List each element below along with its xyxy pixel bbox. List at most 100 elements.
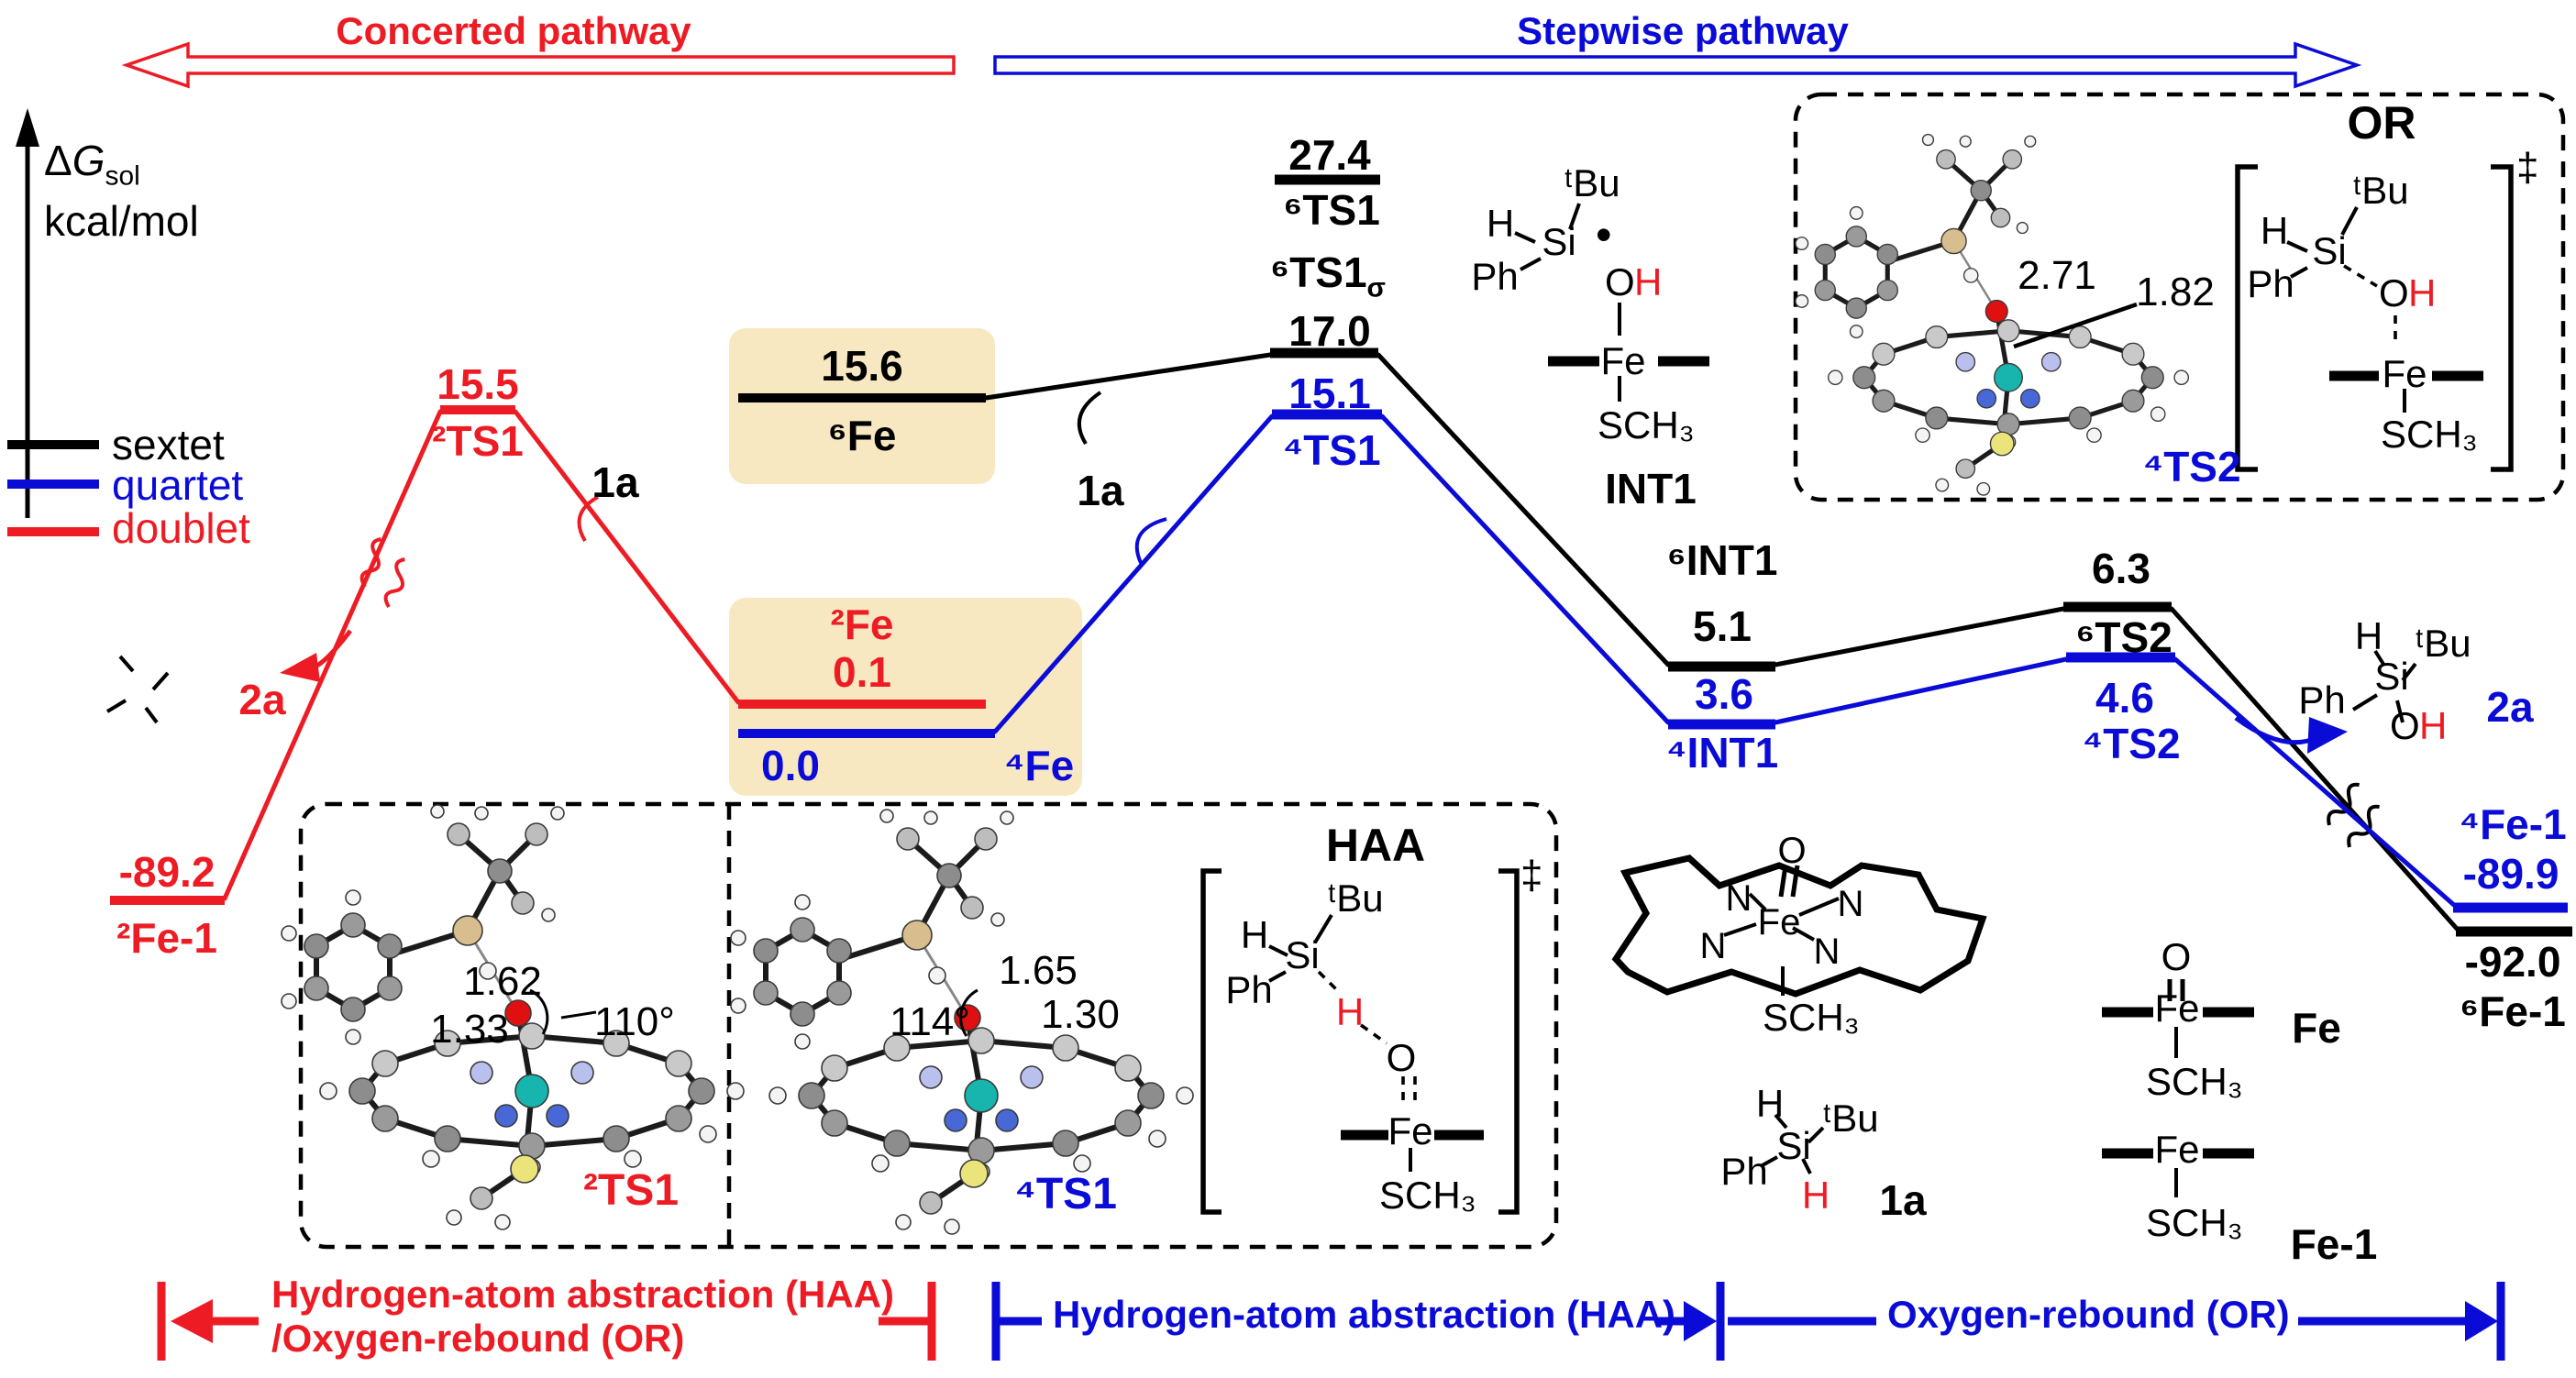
haa-h: H [1240, 913, 1269, 956]
ts1-sextet-label: ⁶TS1 [1283, 186, 1380, 234]
feo-fe: Fe [2154, 987, 2200, 1030]
1a-h: H [1755, 1082, 1785, 1125]
ts1-doublet-energy: 15.5 [437, 360, 519, 408]
annotation-blue-haa: Hydrogen-atom abstraction (HAA) [1053, 1293, 1676, 1336]
fe-quartet-label: ⁴Fe [1003, 742, 1075, 789]
porphyrin-sch3: SCH₃ [1763, 996, 1860, 1039]
annotation-red-line1: Hydrogen-atom abstraction (HAA) [271, 1273, 895, 1316]
sextet-pathway [738, 174, 2572, 937]
axis-units-label: kcal/mol [44, 199, 199, 244]
fe1-quartet-label: ⁴Fe-1 [2459, 800, 2567, 848]
fe1-sextet-label: ⁶Fe-1 [2460, 987, 2566, 1035]
ts1-doublet-angle-pointer [560, 1010, 597, 1020]
quartet-1a-association-hook [1134, 517, 1167, 564]
ts1-sigma-label: ⁶TS1σ [1270, 248, 1386, 303]
ts1-sigma-main: ⁶TS1 [1270, 248, 1367, 296]
ts1-quartet-label: ⁴TS1 [1282, 426, 1381, 474]
doublet-2a-release-arrow [280, 629, 352, 682]
haa-transfer-h: H [1335, 990, 1365, 1033]
silanol-2a-label-right: 2a [2486, 683, 2534, 731]
int1-sextet-label: ⁶INT1 [1666, 536, 1778, 584]
fe-doublet-label: ²Fe [830, 601, 894, 648]
2a-right-ph: Ph [2298, 678, 2346, 722]
fe1-quartet-energy: -89.9 [2462, 850, 2559, 898]
porphyrin-n3: N [1699, 926, 1727, 966]
haa-fe: Fe [1388, 1109, 1433, 1152]
haa-o: O [1386, 1036, 1417, 1079]
fe-quartet-energy: 0.0 [761, 742, 820, 789]
ts1-inset-box [298, 801, 1559, 1250]
ts2-sextet-label: ⁶TS2 [2075, 613, 2172, 661]
or-h: H [2260, 209, 2289, 252]
or-tbu: ᵗBu [2353, 169, 2409, 212]
silane-1a-label-mid: 1a [1077, 467, 1124, 514]
ts1-doublet-dist-o-h: 1.33 [430, 1007, 509, 1052]
int1-structure-bonds [1514, 203, 1709, 402]
int1-oh-h: H [1634, 260, 1663, 303]
1a-sih-h: H [1801, 1174, 1830, 1217]
legend-quartet-label: quartet [112, 461, 244, 509]
ts1-quartet-angle-arc [959, 988, 978, 1037]
2a-right-h: H [2354, 614, 2383, 657]
ts2-quartet-inset-label: ⁴TS2 [2142, 443, 2241, 491]
legend-doublet-line [7, 527, 99, 536]
or-ddagger: ‡ [2516, 145, 2539, 190]
int1-label: INT1 [1605, 465, 1697, 513]
fe1-doublet-label: ²Fe-1 [116, 914, 217, 962]
ts1-sextet-energy: 27.4 [1288, 131, 1371, 179]
feo-simplified-structure [2102, 979, 2254, 1058]
energy-axis-arrow [16, 108, 39, 518]
haa-tbu: ᵗBu [1328, 876, 1384, 920]
fe1-structure-label: Fe-1 [2290, 1220, 2378, 1268]
fe-reactant-highlight-box [729, 598, 1082, 796]
stepwise-pathway-label: Stepwise pathway [1517, 9, 1849, 52]
axis-quantity-label: ΔGsol [44, 138, 140, 191]
1a-si: Si [1776, 1124, 1811, 1167]
fe-sextet-energy: 15.6 [821, 342, 903, 390]
or-ph: Ph [2247, 262, 2294, 305]
legend-doublet-label: doublet [112, 504, 250, 552]
int1-sextet-energy: 5.1 [1693, 602, 1752, 650]
porphyrin-fe: Fe [1757, 902, 1801, 943]
haa-bracket-structure [1200, 868, 1520, 1215]
porphyrin-o: O [1777, 831, 1807, 871]
2a-right-oh-h: H [2419, 704, 2448, 747]
quartet-2a-release-arrow [2234, 715, 2348, 754]
annotation-blue-or: Oxygen-rebound (OR) [1887, 1293, 2290, 1336]
concerted-pathway-label: Concerted pathway [336, 9, 691, 52]
ts1-doublet-structure-label: ²TS1 [582, 1166, 680, 1215]
legend-sextet-line [7, 440, 99, 449]
annotation-red-line2: /Oxygen-rebound (OR) [271, 1317, 685, 1360]
int1-o: O [1605, 260, 1635, 303]
fe-structure-label: Fe [2292, 1004, 2341, 1052]
ts1-quartet-dist-si-h: 1.65 [999, 948, 1078, 993]
haa-inset-title: HAA [1325, 820, 1426, 871]
ts1-doublet-label: ²TS1 [432, 417, 524, 465]
1a-structure-bonds [1760, 1113, 1825, 1174]
ts2-quartet-label: ⁴TS2 [2082, 720, 2181, 767]
2a-right-structure-bonds [2351, 649, 2417, 723]
porphyrin-n4: N [1813, 932, 1841, 972]
fe1-fe: Fe [2154, 1128, 2200, 1171]
feo-o: O [2161, 935, 2192, 978]
fe1-sch3: SCH₃ [2146, 1201, 2243, 1244]
ts2-quartet-energy: 4.6 [2095, 674, 2154, 722]
stepwise-direction-arrow [993, 41, 2362, 89]
silanol-2a-label-left: 2a [238, 676, 286, 723]
int1-quartet-energy: 3.6 [1695, 670, 1753, 718]
int1-quartet-label: ⁴INT1 [1665, 729, 1779, 777]
int1-h: H [1486, 202, 1515, 245]
1a-ph: Ph [1720, 1150, 1768, 1193]
or-inset-title: OR [2347, 97, 2416, 149]
ts1-doublet-dist-si-h: 1.62 [463, 959, 542, 1004]
fe-sextet-highlight-box [729, 328, 995, 484]
2a-right-o: O [2390, 704, 2420, 747]
or-sch3: SCH₃ [2381, 413, 2478, 456]
haa-ddagger: ‡ [1520, 853, 1543, 898]
2a-right-si: Si [2374, 655, 2409, 698]
porphyrin-skeletal-structure [1611, 854, 1987, 998]
ts1-quartet-angle: 114° [890, 999, 970, 1044]
blue-annotation-markers [991, 1282, 2505, 1361]
ts2-quartet-molecule-image [1796, 135, 2188, 496]
